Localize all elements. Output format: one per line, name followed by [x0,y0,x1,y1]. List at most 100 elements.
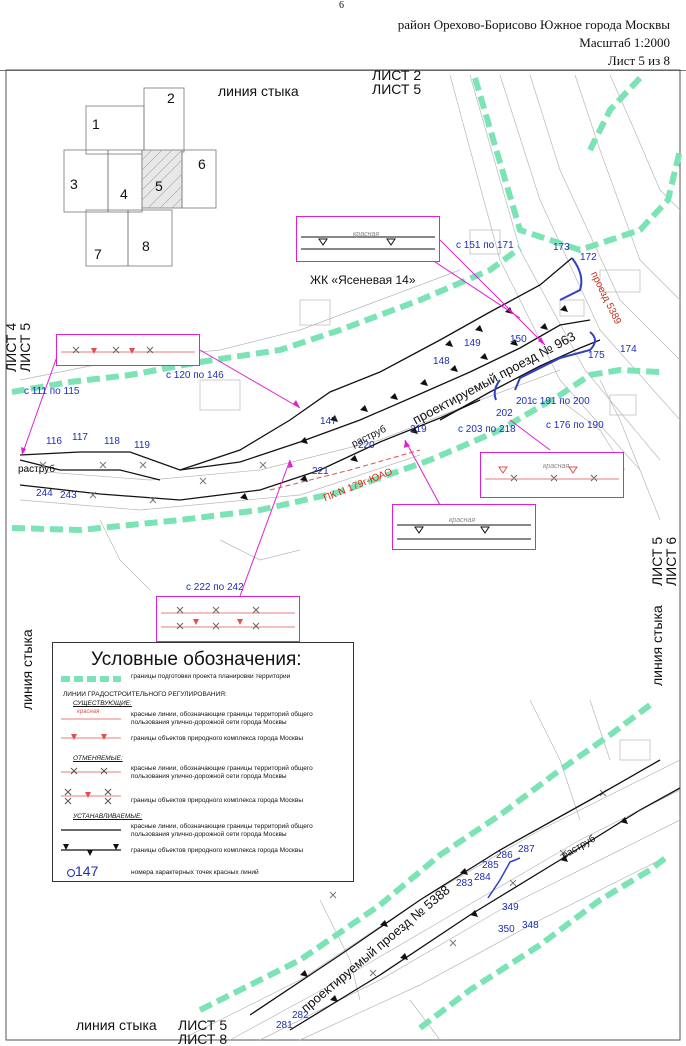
legend-established-nature-text: границы объектов природного комплекса го… [131,847,303,854]
bottom-sheet-8-label: ЛИСТ 8 [178,1031,228,1046]
legend-point-circle-icon [67,869,75,877]
legend-established-heading: УСТАНАВЛИВАЕМЫЕ: [73,813,143,820]
scale-label: Масштаб 1:2000 [579,35,670,50]
left-sheet-5-label: ЛИСТ 5 [17,322,33,372]
road-5388-lines [249,759,681,1031]
point-221: 221 [312,466,329,477]
point-284: 284 [474,872,491,883]
point-149: 149 [464,338,481,349]
point-287: 287 [518,844,535,855]
point-243: 243 [60,490,77,501]
legend-cancelled-nature-text: границы объектов природного комплекса го… [131,797,303,804]
established-red-lines [19,257,601,501]
inset-caption: красная [353,231,380,238]
range-222-242: с 222 по 242 [186,582,244,593]
legend: Условные обозначения: границы подготовки… [52,642,354,882]
left-sheet-4-label: ЛИСТ 4 [3,322,19,372]
right-join-line-label: линия стыка [649,605,665,686]
range-203-218: с 203 по 218 [458,424,516,435]
bell-label-left: раструб [18,464,55,475]
inset-right-lines: красная [480,452,624,498]
point-244: 244 [36,488,53,499]
key-map-cell-8: 8 [142,238,150,254]
point-201: 201 [516,396,533,407]
key-map-cell-7: 7 [94,246,102,262]
range-151-171: с 151 по 171 [456,240,514,251]
sheet-number: Лист 5 из 8 [607,53,670,68]
legend-boundary-symbol [61,676,121,682]
range-191-200: с 191 по 200 [532,396,590,407]
legend-existing-heading: СУЩЕСТВУЮЩИЕ: [73,700,132,707]
inset-caption: красная [449,517,476,524]
point-219: 219 [410,424,427,435]
left-join-line-label: линия стыка [19,629,35,710]
inset-bottom-lines [156,596,300,642]
top-sheet-5-label: ЛИСТ 5 [372,81,422,97]
blue-line-segments [493,257,596,401]
point-348: 348 [522,920,539,931]
topo-background [19,74,681,1041]
map-frame [5,69,681,1041]
nature-boundary-marks [240,305,568,500]
key-map-cell-3: 3 [70,176,78,192]
inset-building-lines: красная [296,216,440,262]
legend-title: Условные обозначения: [91,649,302,670]
inset-center-symbol [397,524,531,540]
point-283: 283 [456,878,473,889]
road-5388-marks [300,817,628,1002]
point-286: 286 [496,850,513,861]
point-220: 220 [358,440,375,451]
right-sheet-6-label: ЛИСТ 6 [663,536,679,586]
legend-established-nature-symbol [61,844,121,856]
point-116: 116 [46,436,62,447]
legend-point-number: 147 [75,863,99,879]
range-176-190: с 176 по 190 [546,420,604,431]
road-5388-blue [487,857,521,899]
point-150: 150 [510,334,527,345]
right-sheet-5-label: ЛИСТ 5 [649,536,665,586]
inset-building-symbol [301,236,435,250]
bottom-sheet-5-label: ЛИСТ 5 [178,1017,228,1033]
inset-caption: красная [543,463,570,470]
bottom-join-line-label: линия стыка [76,1017,157,1033]
key-map-cell-1: 1 [92,116,100,132]
point-285: 285 [482,860,499,871]
point-281: 281 [276,1020,293,1031]
sheet-header: район Орехово-Борисово Южное города Моск… [398,16,670,70]
district-name: район Орехово-Борисово Южное города Моск… [397,17,670,32]
legend-section-lines: ЛИНИИ ГРАДОСТРОИТЕЛЬНОГО РЕГУЛИРОВАНИЯ: [63,691,227,698]
legend-established-red-text: красные линии, обозначающие границы терр… [131,823,313,838]
point-172: 172 [580,252,597,263]
existing-red-line [269,449,421,491]
point-147: 147 [320,416,337,427]
inset-left-lines [56,334,200,366]
inset-leader-lines [21,239,551,597]
inset-right-symbol [485,466,619,482]
point-148: 148 [433,356,450,367]
legend-point-text: номера характерных точек красных линий [131,869,259,876]
leader-arrowheads [21,337,545,468]
point-118: 118 [104,436,120,447]
building-label: ЖК «Ясеневая 14» [310,273,416,287]
legend-existing-red-text: красные линии, обозначающие границы терр… [131,711,313,726]
point-174: 174 [620,344,637,355]
legend-cancelled-red-text: красные линии, обозначающие границы терр… [131,765,313,780]
legend-boundary-text: границы подготовки проекта планировки те… [131,673,291,680]
point-349: 349 [502,902,519,913]
key-map-cell-6: 6 [198,156,206,172]
legend-existing-nature-symbol [61,734,121,740]
key-map [63,87,217,267]
point-119: 119 [134,440,150,451]
legend-existing-red-caption: красная [77,709,100,715]
inset-left-symbol [61,346,195,354]
cancelled-marks [39,461,607,977]
project-boundary [11,75,683,1031]
point-350: 350 [498,924,515,935]
inset-bottom-symbol [161,606,295,630]
point-117: 117 [72,432,88,443]
key-map-hatch [141,149,183,209]
point-282: 282 [292,1010,309,1021]
page-number: 6 [339,0,344,11]
point-175: 175 [588,350,605,361]
